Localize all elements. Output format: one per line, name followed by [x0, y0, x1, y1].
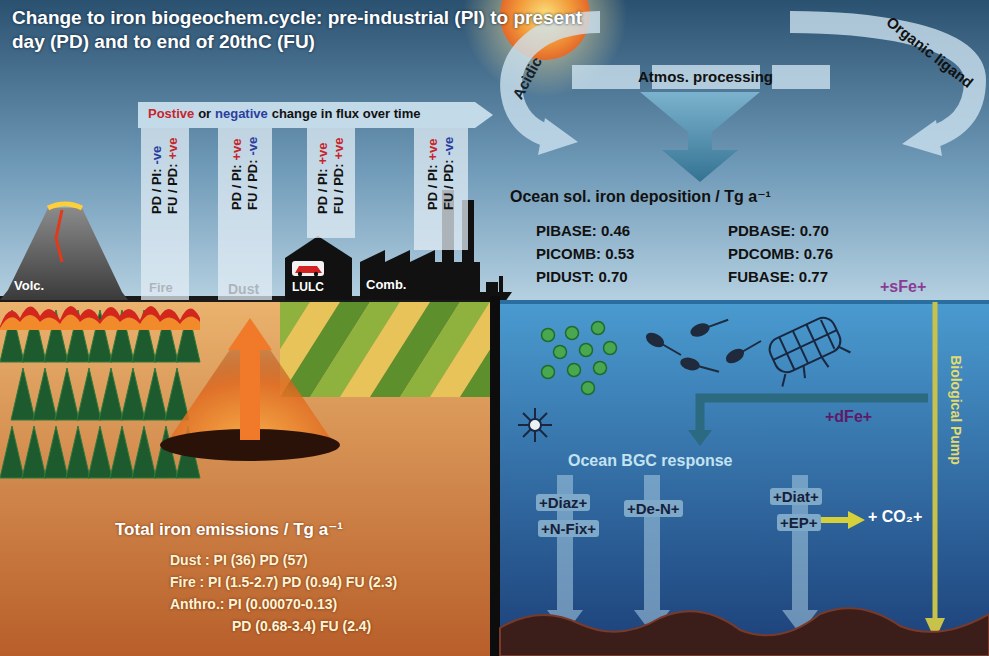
deposition-funnel: [640, 92, 760, 182]
house-and-car-icon: [285, 236, 352, 300]
trend-text: +ve: [229, 139, 244, 161]
trend-text: PD / PI:: [315, 168, 330, 214]
trend-text: -ve: [441, 137, 456, 156]
trend-text: or: [198, 106, 211, 121]
trend-text: -ve: [149, 146, 164, 165]
response-label: +EP+: [777, 514, 821, 531]
deposition-value: PDCOMB: 0.76: [728, 245, 833, 262]
trend-text: FU / PD:: [245, 159, 260, 210]
banner-text-row: Postive or negative change in flux over tim…: [138, 102, 431, 126]
trend-text: PD / PI:: [425, 164, 440, 210]
column-text-line: FU / PD: -ve: [441, 137, 457, 210]
emissions-heading: Total iron emissions / Tg a⁻¹: [115, 520, 343, 540]
column-text-block: PD / PI: -veFU / PD: +ve: [149, 137, 182, 214]
ocean-background: [490, 296, 989, 656]
trend-banner: Postive or negative change in flux over tim…: [138, 102, 493, 128]
column-text-block: PD / PI:+veFU / PD:+ve: [315, 137, 348, 214]
emissions-value: Fire : PI (1.5-2.7) PD (0.94) FU (2.3): [170, 574, 397, 590]
emissions-value: Dust : PI (36) PD (57): [170, 552, 308, 568]
trend-column: PD / PI: +veFU / PD: -ve: [414, 128, 468, 250]
field-illustration: [280, 302, 490, 397]
dissolved-iron-arrow: [688, 398, 928, 446]
response-label: +N-Fix+: [538, 520, 599, 537]
land-background: [0, 296, 493, 656]
emissions-value: PD (0.68-3.4) FU (2.4): [232, 618, 371, 634]
trend-text: change in flux over time: [272, 106, 421, 121]
column-text-line: PD / PI: +ve: [229, 137, 245, 210]
column-text-line: FU / PD: -ve: [245, 137, 261, 210]
trend-text: PD / PI:: [229, 164, 244, 210]
fire-flames: [0, 306, 200, 330]
column-text-line: FU / PD: +ve: [331, 137, 347, 214]
column-text-line: PD / PI: +ve: [315, 137, 331, 214]
trend-text: +ve: [425, 139, 440, 161]
trend-text: +ve: [165, 137, 180, 159]
trend-text: FU / PD:: [441, 159, 456, 210]
sky-background: [0, 0, 989, 305]
response-label: +Diaz+: [536, 494, 590, 511]
trend-text: Postive: [148, 106, 194, 121]
column-text-line: PD / PI: +ve: [425, 137, 441, 210]
co2-arrow: [820, 511, 865, 529]
source-name: LULC: [292, 281, 324, 295]
emissions-value: Anthro.: PI (0.00070-0.13): [170, 596, 337, 612]
deposition-value: PICOMB: 0.53: [536, 245, 634, 262]
trend-text: FU / PD:: [331, 163, 346, 214]
source-name: Comb.: [366, 278, 406, 293]
trend-text: FU / PD:: [165, 163, 180, 214]
process-label: Atmos. processing: [638, 68, 773, 85]
trend-text: +ve: [315, 143, 330, 165]
co2-label: + CO₂+: [868, 508, 922, 526]
trend-column: PD / PI: -veFU / PD: +ve: [141, 128, 189, 300]
column-text-block: PD / PI: +veFU / PD: -ve: [229, 137, 262, 210]
response-label: +Diat+: [770, 488, 822, 505]
column-text-line: FU / PD: +ve: [165, 137, 181, 214]
pump-label: Biological Pump: [948, 355, 964, 465]
trend-column: PD / PI:+veFU / PD:+ve: [307, 128, 355, 238]
column-text-line: PD / PI: -ve: [149, 137, 165, 214]
sea-floor: [500, 608, 989, 656]
deposition-value: PIBASE: 0.46: [536, 222, 630, 239]
forest-illustration: [0, 310, 200, 478]
volcano-icon: [0, 204, 128, 300]
response-heading: Ocean BGC response: [568, 452, 733, 470]
iron-label: +sFe+: [880, 278, 926, 296]
trend-text: -ve: [245, 137, 260, 156]
plankton-illustration: [518, 313, 852, 442]
deposition-value: FUBASE: 0.77: [728, 268, 828, 285]
response-label: +De-N+: [624, 500, 683, 517]
dust-plume: [160, 318, 340, 461]
column-text-block: PD / PI: +veFU / PD: -ve: [425, 137, 458, 210]
deposition-heading: Ocean sol. iron deposition / Tg a⁻¹: [510, 188, 771, 206]
trend-text: negative: [215, 106, 268, 121]
deposition-value: PDBASE: 0.70: [728, 222, 829, 239]
source-name: Volc.: [14, 279, 44, 294]
trend-column: PD / PI: +veFU / PD: -ve: [218, 128, 272, 300]
biological-pump-arrow: [925, 302, 945, 640]
title-text: Change to iron biogeochem.cycle: pre-ind…: [12, 6, 592, 54]
deposition-value: PIDUST: 0.70: [536, 268, 628, 285]
iron-label: +dFe+: [825, 408, 872, 426]
trend-text: PD / PI:: [149, 168, 164, 214]
trend-text: +ve: [331, 137, 346, 159]
